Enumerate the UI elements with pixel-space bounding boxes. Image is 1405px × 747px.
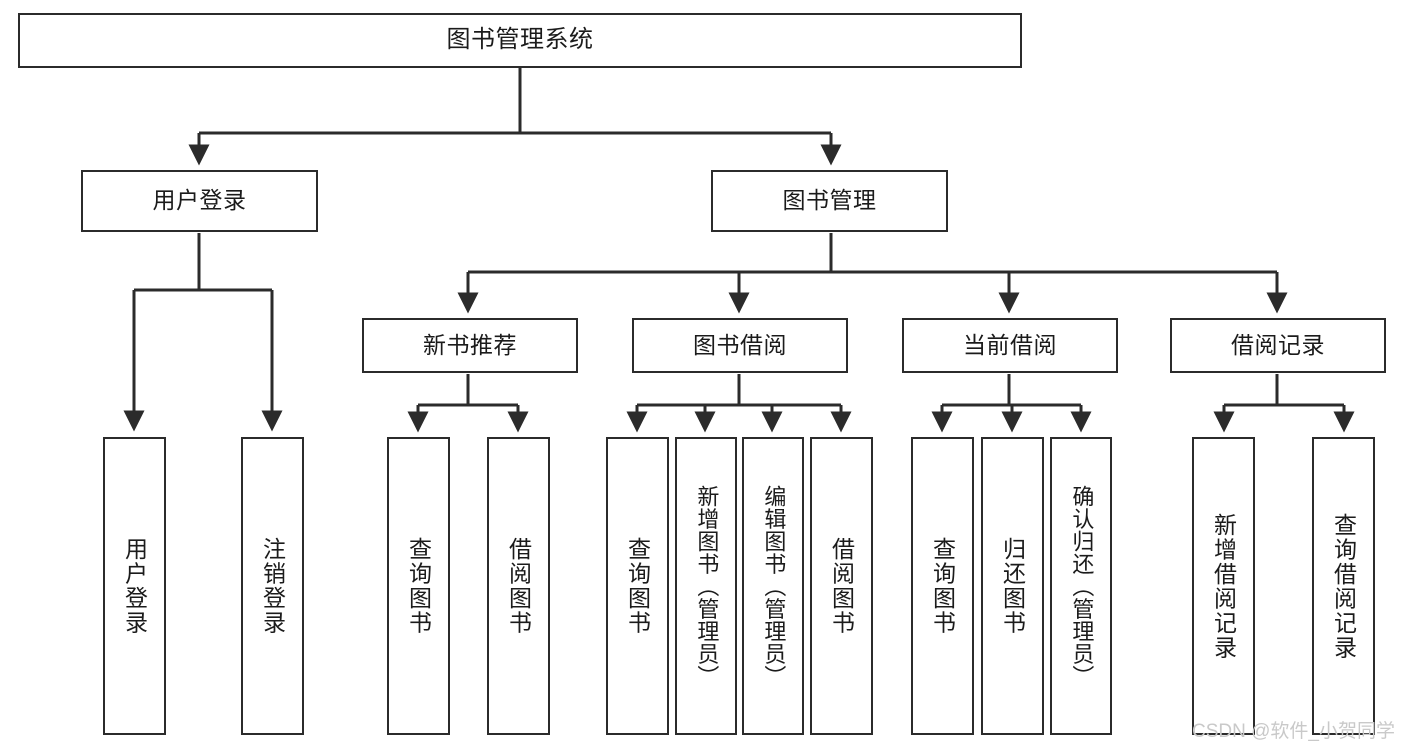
node-new-book-recommend[interactable]: 新书推荐: [362, 318, 578, 373]
leaf-new-book-borrow[interactable]: 借阅图书: [487, 437, 550, 735]
node-label: 用户登录: [121, 537, 148, 635]
node-label: 新书推荐: [423, 331, 517, 358]
leaf-borrow-record-add[interactable]: 新增借阅记录: [1192, 437, 1255, 735]
node-user-login[interactable]: 用户登录: [81, 170, 318, 232]
node-label: 确认归还（管理员）: [1069, 484, 1095, 688]
node-label: 查询图书: [405, 537, 432, 635]
node-label: 借阅记录: [1231, 331, 1325, 358]
node-label: 查询借阅记录: [1330, 512, 1357, 660]
leaf-current-borrow-confirm-admin[interactable]: 确认归还（管理员）: [1050, 437, 1112, 735]
node-root-book-management-system[interactable]: 图书管理系统: [18, 13, 1022, 68]
node-borrow-record[interactable]: 借阅记录: [1170, 318, 1386, 373]
node-label: 新增图书（管理员）: [694, 484, 720, 688]
leaf-current-borrow-return[interactable]: 归还图书: [981, 437, 1044, 735]
node-label: 用户登录: [152, 187, 247, 214]
node-label: 借阅图书: [828, 537, 855, 635]
leaf-book-borrow-add-admin[interactable]: 新增图书（管理员）: [675, 437, 737, 735]
node-label: 图书借阅: [693, 331, 787, 358]
node-label: 归还图书: [999, 537, 1026, 635]
node-book-management[interactable]: 图书管理: [711, 170, 948, 232]
node-label: 编辑图书（管理员）: [761, 484, 787, 688]
leaf-book-borrow-query[interactable]: 查询图书: [606, 437, 669, 735]
node-label: 图书管理系统: [446, 26, 594, 54]
node-label: 查询图书: [624, 537, 651, 635]
node-label: 图书管理: [782, 187, 877, 214]
node-label: 查询图书: [929, 537, 956, 635]
node-label: 借阅图书: [505, 537, 532, 635]
node-label: 注销登录: [259, 537, 286, 635]
node-label: 当前借阅: [963, 331, 1057, 358]
leaf-new-book-query[interactable]: 查询图书: [387, 437, 450, 735]
node-current-borrow[interactable]: 当前借阅: [902, 318, 1118, 373]
leaf-book-borrow-borrow[interactable]: 借阅图书: [810, 437, 873, 735]
node-label: 新增借阅记录: [1210, 512, 1237, 660]
leaf-book-borrow-edit-admin[interactable]: 编辑图书（管理员）: [742, 437, 804, 735]
node-book-borrow[interactable]: 图书借阅: [632, 318, 848, 373]
leaf-user-login-logout[interactable]: 注销登录: [241, 437, 304, 735]
leaf-user-login-login[interactable]: 用户登录: [103, 437, 166, 735]
leaf-borrow-record-query[interactable]: 查询借阅记录: [1312, 437, 1375, 735]
leaf-current-borrow-query[interactable]: 查询图书: [911, 437, 974, 735]
